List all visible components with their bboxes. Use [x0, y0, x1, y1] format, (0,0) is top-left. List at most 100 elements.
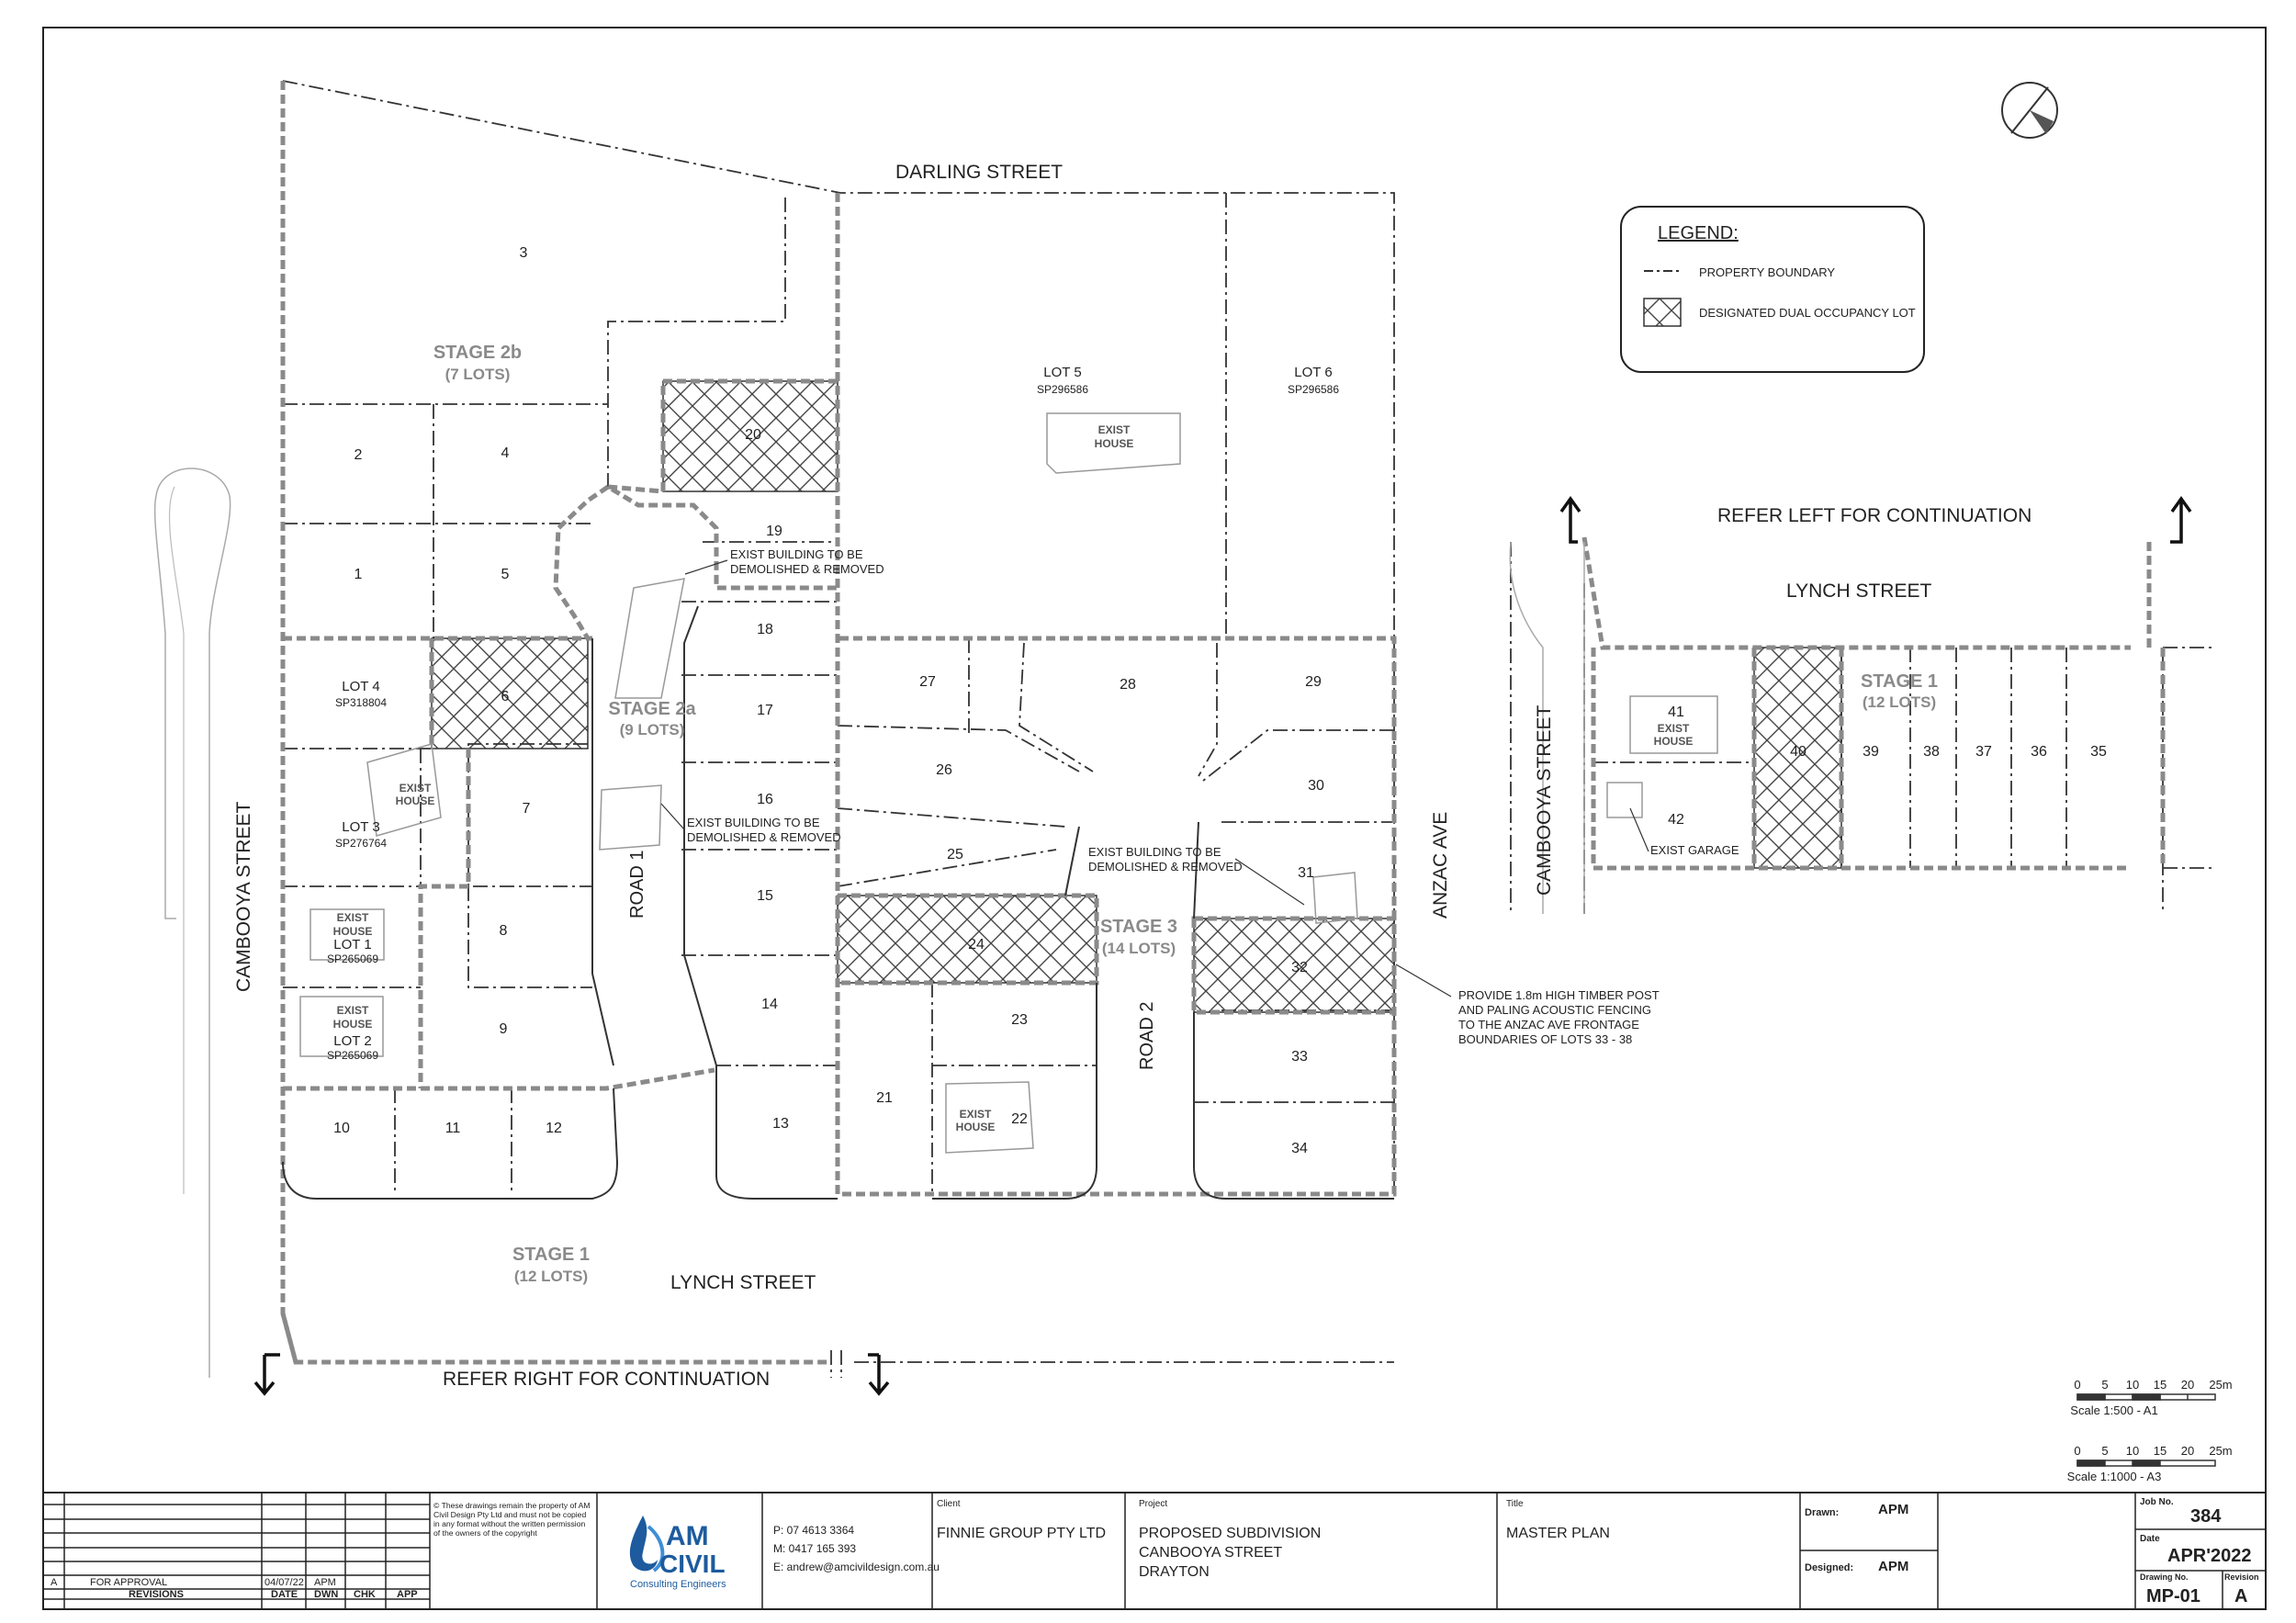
lot-number: 9 [500, 1021, 508, 1037]
demolish-note: DEMOLISHED & REMOVED [1088, 860, 1243, 873]
lot-number: 6 [501, 689, 510, 704]
fence-note: PROVIDE 1.8m HIGH TIMBER POST [1458, 988, 1660, 1002]
scale-tick: 5 [2101, 1378, 2108, 1392]
street-camboya-right: CAMBOOYA STREET [1534, 705, 1555, 896]
scale-tick: 0 [2074, 1444, 2080, 1458]
chk-header: CHK [354, 1589, 376, 1600]
client-label: Client [937, 1499, 961, 1509]
project-line-3: DRAYTON [1139, 1564, 1210, 1580]
lot-number: 26 [936, 762, 952, 778]
scale-tick: 0 [2074, 1378, 2080, 1392]
revision-value: A [2234, 1586, 2247, 1606]
designed-value: APM [1878, 1559, 1908, 1574]
job-label: Job No. [2140, 1497, 2174, 1507]
refer-right-label: REFER RIGHT FOR CONTINUATION [443, 1369, 770, 1390]
lot-number: 41 [1668, 704, 1684, 720]
house-label: HOUSE [956, 1121, 996, 1133]
existing-lot-3-sp: SP276764 [335, 837, 387, 850]
lot-number-1: 1 [355, 567, 363, 582]
dual-occupancy-lot-20 [662, 380, 838, 492]
lot-number: 35 [2090, 744, 2107, 760]
demolish-note: EXIST BUILDING TO BE [1088, 845, 1221, 859]
dual-occupancy-lot-24 [837, 895, 1097, 984]
lot-number: 38 [1923, 744, 1940, 760]
exist-label: EXIST [337, 1004, 369, 1017]
road-2-label: ROAD 2 [1137, 1002, 1157, 1070]
demolish-note: EXIST BUILDING TO BE [730, 547, 863, 561]
existing-buildings [299, 412, 1718, 1154]
stage-1-right-count: (12 LOTS) [1863, 693, 1936, 711]
scale-label: Scale 1:500 - A1 [2070, 1403, 2157, 1417]
job-number: 384 [2190, 1506, 2222, 1527]
scale-tick: 10 [2126, 1378, 2139, 1392]
drawing-title: MASTER PLAN [1506, 1526, 1610, 1541]
house-label: HOUSE [333, 925, 373, 938]
legend-box [1620, 206, 1925, 373]
lot-number: 37 [1975, 744, 1992, 760]
road-2-kerb [932, 821, 1394, 1200]
lot-number: 2 [355, 447, 363, 463]
logo-am: AM [666, 1521, 709, 1551]
lot-number: 12 [546, 1121, 562, 1136]
revision-letter: A [51, 1577, 58, 1588]
north-arrow-icon [2001, 82, 2058, 139]
designed-label: Designed: [1805, 1562, 1853, 1573]
street-lynch-left: LYNCH STREET [670, 1272, 816, 1293]
project-line-1: PROPOSED SUBDIVISION [1139, 1526, 1321, 1541]
revision-description: FOR APPROVAL [90, 1577, 167, 1588]
scale-tick: 25m [2209, 1378, 2232, 1392]
existing-lot-6-sp: SP296586 [1288, 383, 1339, 396]
client-name: FINNIE GROUP PTY LTD [937, 1526, 1106, 1541]
existing-lot-5: LOT 5 [1043, 365, 1081, 380]
lot-number: 36 [2031, 744, 2047, 760]
existing-lot-1-sp: SP265069 [327, 952, 378, 965]
revision-drawn: APM [314, 1577, 336, 1588]
demolish-note: DEMOLISHED & REMOVED [687, 830, 841, 844]
road-1-label: ROAD 1 [627, 851, 647, 919]
lot-number: 14 [761, 997, 778, 1012]
scale-tick: 15 [2154, 1378, 2167, 1392]
lot-number: 5 [501, 567, 510, 582]
lot-number: 29 [1305, 674, 1322, 690]
scale-tick: 15 [2154, 1444, 2167, 1458]
property-boundaries [282, 80, 2213, 1378]
lot-number: 30 [1308, 778, 1324, 794]
project-line-2: CANBOOYA STREET [1139, 1545, 1282, 1561]
revision-date: 04/07/22 [264, 1577, 304, 1588]
stage-2b-label: STAGE 2b [433, 343, 522, 363]
legend-title: LEGEND: [1658, 223, 1739, 243]
lot-number: 39 [1863, 744, 1879, 760]
street-lynch-right: LYNCH STREET [1786, 580, 1931, 602]
title-block [42, 1492, 2267, 1610]
demolish-note: EXIST BUILDING TO BE [687, 816, 820, 829]
lot-number: 32 [1291, 960, 1308, 975]
date-header: DATE [271, 1589, 298, 1600]
dual-occupancy-lot-6 [431, 637, 589, 750]
stage-2a-label: STAGE 2a [608, 699, 696, 719]
exist-label: EXIST [1658, 722, 1690, 735]
existing-lot-2-sp: SP265069 [327, 1049, 378, 1062]
drawn-label: Drawn: [1805, 1507, 1839, 1518]
phone: P: 07 4613 3364 [773, 1524, 854, 1537]
dual-occupancy-lot-32 [1193, 918, 1395, 1013]
stage-3-count: (14 LOTS) [1102, 940, 1176, 957]
house-label: HOUSE [333, 1018, 373, 1031]
scale-tick: 10 [2126, 1444, 2139, 1458]
lot-number: 8 [500, 923, 508, 939]
lot-number: 13 [772, 1116, 789, 1132]
street-darling: DARLING STREET [895, 162, 1063, 183]
dwn-header: DWN [314, 1589, 338, 1600]
lot-number: 10 [333, 1121, 350, 1136]
continuation-arrows [253, 495, 2192, 1396]
existing-lot-4-sp: SP318804 [335, 696, 387, 709]
lot-number: 21 [876, 1090, 893, 1106]
lot-number: 34 [1291, 1141, 1308, 1156]
fence-note: TO THE ANZAC AVE FRONTAGE [1458, 1018, 1639, 1031]
street-camboya-left: CAMBOOYA STREET [233, 802, 254, 992]
lot-number: 4 [501, 445, 510, 461]
exist-label: EXIST [337, 911, 369, 924]
street-anzac: ANZAC AVE [1430, 812, 1451, 919]
lot-number: 25 [947, 847, 963, 862]
scale-tick: 20 [2181, 1378, 2194, 1392]
road-1-kerb [282, 605, 838, 1200]
